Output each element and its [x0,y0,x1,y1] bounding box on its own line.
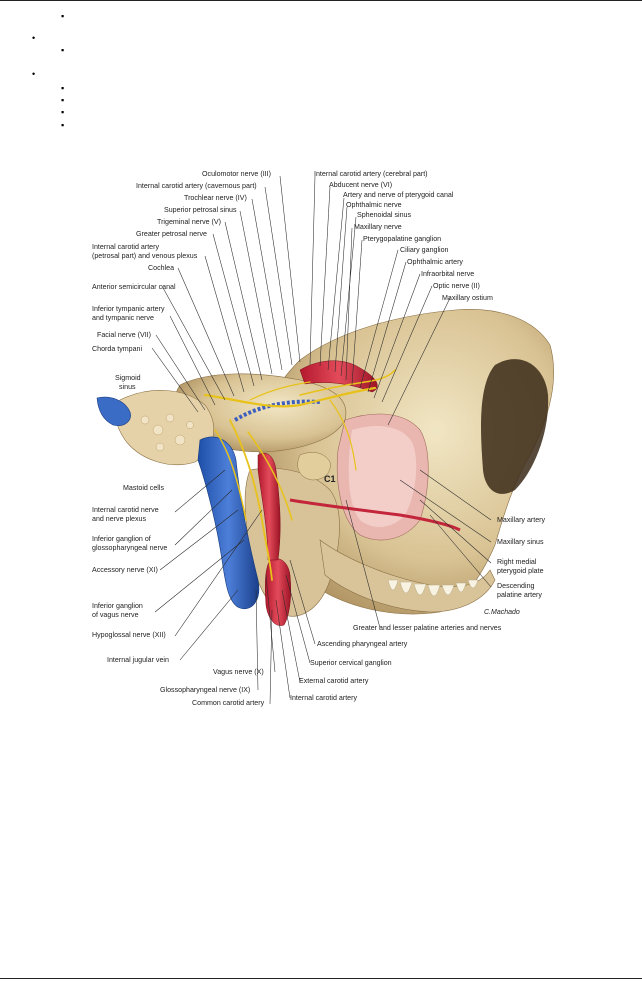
label-ica-petrosal-1: Internal carotid artery [92,243,159,251]
top-rule [0,0,642,1]
label-sigmoid-sinus-1: Sigmoid [115,374,141,382]
label-inferior-ganglion-glosso-1: Inferior ganglion of [92,535,151,543]
label-trochlear-nerve: Trochlear nerve (IV) [184,194,247,202]
label-inferior-ganglion-glosso-2: glossopharyngeal nerve [92,544,167,552]
label-superior-cervical-ganglion: Superior cervical ganglion [310,659,392,667]
label-pterygopalatine-ganglion: Pterygopalatine ganglion [363,235,441,243]
bottom-rule [0,978,642,979]
label-common-carotid: Common carotid artery [192,699,265,707]
list-bullet: ▪ [61,83,65,93]
label-greater-petrosal-nerve: Greater petrosal nerve [136,230,207,238]
label-ciliary-ganglion: Ciliary ganglion [400,246,449,254]
label-chorda-tympani: Chorda tympani [92,345,142,353]
list-bullet: ▪ [61,45,65,55]
label-mastoid-cells: Mastoid cells [123,484,164,492]
label-right-medial-1: Right medial [497,558,537,566]
label-ica-petrosal-2: (petrosal part) and venous plexus [92,252,198,260]
leader-lines [151,175,492,705]
orbit-cavity [480,359,549,494]
internal-carotid-artery [257,452,281,561]
label-anterior-semicircular-canal: Anterior semicircular canal [92,283,176,291]
label-inferior-ganglion-vagus-2: of vagus nerve [92,611,139,619]
carotid-cavernous [299,360,378,393]
label-infraorbital-nerve: Infraorbital nerve [421,270,474,278]
label-sphenoidal-sinus: Sphenoidal sinus [357,211,411,219]
label-vagus-nerve: Vagus nerve (X) [213,668,264,676]
label-maxillary-sinus: Maxillary sinus [497,538,544,546]
mastoid-process [115,390,214,466]
teeth [387,579,479,597]
label-cochlea: Cochlea [148,264,174,272]
label-inferior-ganglion-vagus-1: Inferior ganglion [92,602,143,610]
label-maxillary-artery: Maxillary artery [497,516,546,524]
list-bullet: • [32,33,36,43]
label-maxillary-ostium: Maxillary ostium [442,294,493,302]
sigmoid-sinus [96,396,131,426]
label-glossopharyngeal: Glossopharyngeal nerve (IX) [160,686,250,694]
mandible [319,539,496,613]
cervical-region [244,467,340,617]
atlas-c1 [297,452,331,481]
artist-signature: C.Machado [484,609,520,616]
label-ica-cerebral: Internal carotid artery (cerebral part) [314,170,428,178]
label-descending-palatine-2: palatine artery [497,591,542,599]
label-pterygoid-canal: Artery and nerve of pterygoid canal [343,191,454,199]
label-internal-carotid-bottom: Internal carotid artery [290,694,357,702]
label-c1: C1 [324,474,336,484]
maxillary-sinus-mucosa [348,426,417,527]
maxillary-artery [289,498,461,532]
label-maxillary-nerve: Maxillary nerve [354,223,402,231]
label-external-carotid: External carotid artery [299,677,369,685]
list-bullet: ▪ [61,95,65,105]
list-bullet: • [32,69,36,79]
list-bullet: ▪ [61,11,65,21]
label-accessory-nerve: Accessory nerve (XI) [92,566,158,574]
label-superior-petrosal-sinus: Superior petrosal sinus [164,206,237,214]
label-internal-jugular-vein: Internal jugular vein [107,656,169,664]
anatomy-illustration: Oculomotor nerve (III) Internal carotid … [92,170,554,707]
label-optic-nerve: Optic nerve (II) [433,282,480,290]
label-ophthalmic-nerve: Ophthalmic nerve [346,201,402,209]
label-internal-carotid-nerve-2: and nerve plexus [92,515,146,523]
label-abducent-nerve: Abducent nerve (VI) [329,181,392,189]
label-right-medial-2: pterygoid plate [497,567,544,575]
label-internal-carotid-nerve-1: Internal carotid nerve [92,506,159,514]
mastoid-cells [140,413,194,452]
label-sigmoid-sinus-2: sinus [119,383,136,391]
label-inferior-tympanic-1: Inferior tympanic artery [92,305,165,313]
label-inferior-tympanic-2: and tympanic nerve [92,314,154,322]
list-bullet: ▪ [61,107,65,117]
label-greater-lesser-palatine: Greater and lesser palatine arteries and… [353,624,502,632]
label-ica-cavernous: Internal carotid artery (cavernous part) [136,182,257,190]
list-bullet: ▪ [61,120,65,130]
label-trigeminal-nerve: Trigeminal nerve (V) [157,218,221,226]
label-oculomotor-nerve: Oculomotor nerve (III) [202,170,271,178]
nerves [203,369,396,581]
label-facial-nerve: Facial nerve (VII) [97,331,151,339]
label-ascending-pharyngeal: Ascending pharyngeal artery [317,640,408,648]
label-ophthalmic-artery: Ophthalmic artery [407,258,463,266]
label-hypoglossal-nerve: Hypoglossal nerve (XII) [92,631,166,639]
label-descending-palatine-1: Descending [497,582,535,590]
